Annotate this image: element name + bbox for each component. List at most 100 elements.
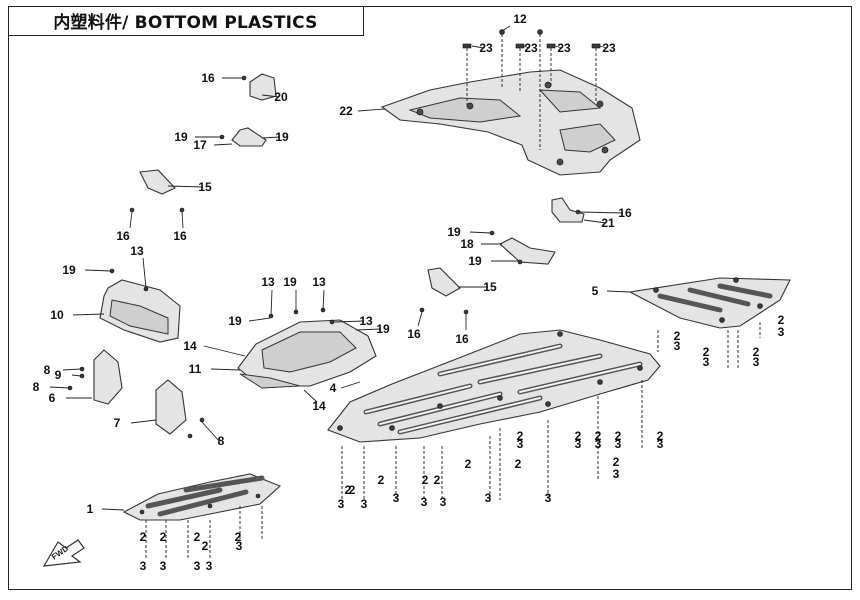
leader-line — [142, 257, 147, 289]
leader-line — [203, 345, 246, 357]
leader-line — [417, 311, 423, 327]
callout-2: 2 — [194, 530, 201, 544]
leader-line — [72, 313, 105, 316]
callout-19: 19 — [228, 314, 242, 328]
leader-line — [501, 25, 511, 32]
callout-19: 19 — [376, 322, 390, 336]
callout-4: 4 — [330, 381, 337, 395]
callout-3: 3 — [194, 559, 201, 573]
callout-2: 2 — [615, 429, 622, 443]
leader-line — [471, 45, 485, 49]
callout-3: 3 — [595, 437, 602, 451]
fastener-columns — [145, 322, 761, 560]
callout-10: 10 — [50, 308, 64, 322]
callout-16: 16 — [173, 229, 187, 243]
callout-13: 13 — [312, 275, 326, 289]
callout-3: 3 — [575, 437, 582, 451]
callout-13: 13 — [261, 275, 275, 289]
callout-3: 3 — [421, 495, 428, 509]
callout-23: 23 — [524, 41, 538, 55]
callout-2: 2 — [595, 429, 602, 443]
leader-line — [129, 211, 133, 229]
leader-line — [71, 374, 82, 377]
callout-8: 8 — [33, 380, 40, 394]
callout-6: 6 — [49, 391, 56, 405]
part-5-rear-panel — [628, 277, 791, 329]
callout-2: 2 — [517, 429, 524, 443]
leader-line — [599, 45, 608, 49]
leader-line — [554, 45, 563, 49]
leader-line — [261, 94, 280, 98]
part-11-center-guard — [237, 307, 377, 389]
part-17-bracket — [231, 127, 267, 147]
callout-3: 3 — [703, 355, 710, 369]
part-15-guard-lower — [427, 267, 461, 297]
callout-19: 19 — [275, 130, 289, 144]
callout-20: 20 — [274, 90, 288, 104]
callout-23: 23 — [479, 41, 493, 55]
part-22-rear-bracket — [380, 69, 641, 176]
callout-13: 13 — [359, 314, 373, 328]
callout-2: 2 — [434, 473, 441, 487]
callout-3: 3 — [753, 355, 760, 369]
callout-8: 8 — [44, 363, 51, 377]
part-21-bracket — [551, 197, 585, 223]
callout-2: 2 — [703, 345, 710, 359]
part-15-guard-upper — [139, 169, 176, 195]
leader-line — [210, 368, 241, 371]
callout-3: 3 — [206, 559, 213, 573]
callout-2: 2 — [345, 483, 352, 497]
leader-lines — [49, 25, 631, 511]
callout-19: 19 — [174, 130, 188, 144]
callout-12: 12 — [513, 12, 527, 26]
callout-2: 2 — [140, 530, 147, 544]
leader-line — [261, 136, 281, 139]
callout-2: 2 — [378, 473, 385, 487]
callout-3: 3 — [674, 339, 681, 353]
callout-2: 2 — [202, 539, 209, 553]
leader-line — [523, 45, 530, 49]
part-4-main-skid — [327, 329, 661, 443]
leader-line — [130, 419, 157, 424]
callout-22: 22 — [339, 104, 353, 118]
callout-23: 23 — [602, 41, 616, 55]
leader-line — [333, 320, 365, 323]
callout-2: 2 — [160, 530, 167, 544]
leader-line — [355, 328, 382, 331]
callout-16: 16 — [618, 206, 632, 220]
callout-11: 11 — [189, 362, 202, 376]
callout-2: 2 — [422, 473, 429, 487]
callout-19: 19 — [283, 275, 297, 289]
callout-3: 3 — [361, 497, 368, 511]
callout-14: 14 — [183, 339, 197, 353]
callout-15: 15 — [483, 280, 497, 294]
part-6-side-guard — [67, 349, 123, 405]
leader-line — [49, 386, 70, 389]
callout-5: 5 — [592, 284, 599, 298]
callout-3: 3 — [657, 437, 664, 451]
leader-line — [248, 317, 271, 322]
part-18-bracket — [499, 237, 556, 265]
callout-3: 3 — [485, 491, 492, 505]
leader-line — [270, 289, 273, 317]
leader-line — [181, 211, 184, 229]
callout-3: 3 — [615, 437, 622, 451]
page-title: 内塑料件/ BOTTOM PLASTICS — [8, 6, 364, 36]
leader-line — [62, 368, 82, 371]
callout-3: 3 — [545, 491, 552, 505]
callout-3: 3 — [160, 559, 167, 573]
callout-15: 15 — [198, 180, 212, 194]
fwd-arrow-icon: FWD — [42, 539, 85, 567]
part-7-side-guard — [155, 379, 205, 439]
callout-3: 3 — [393, 491, 400, 505]
leader-line — [340, 381, 361, 389]
callout-13: 13 — [130, 244, 144, 258]
callout-3: 3 — [236, 539, 243, 553]
callout-16: 16 — [407, 327, 421, 341]
leader-line — [583, 219, 607, 224]
callout-3: 3 — [338, 497, 345, 511]
callout-2: 2 — [674, 329, 681, 343]
callout-17: 17 — [193, 138, 207, 152]
